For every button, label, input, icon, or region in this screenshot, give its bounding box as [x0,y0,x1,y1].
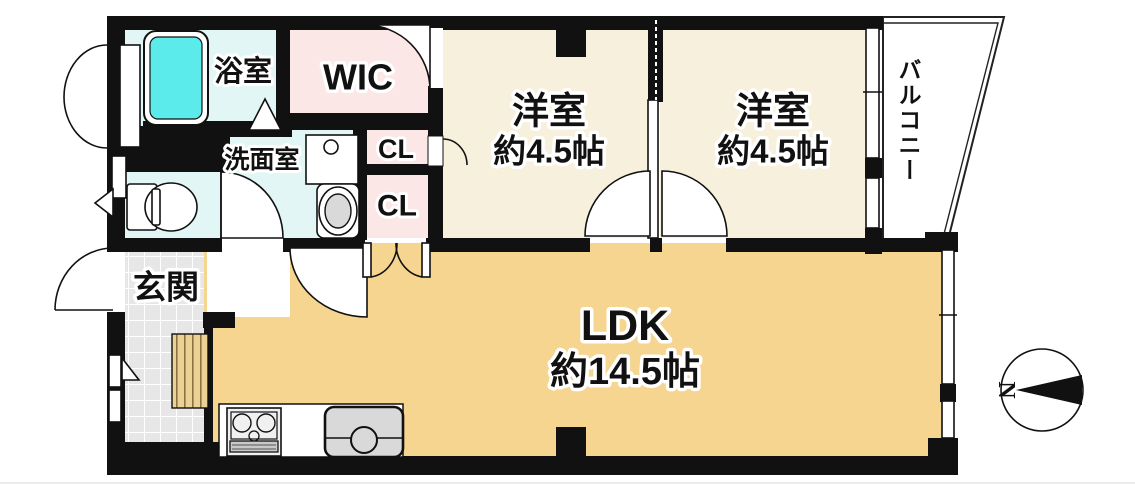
pillar [556,427,586,457]
door-opening [427,135,444,167]
closet-lower-label: CL [377,190,417,223]
washing-machine-drum-inner [324,193,352,229]
window [865,27,880,159]
doors [54,24,728,381]
wall-segment [203,312,235,328]
entrance-label: 玄関 [133,269,199,306]
wall-segment [928,438,958,468]
door-triangle-icon [93,187,114,219]
pillar [556,30,586,57]
bedroom-1-label: 洋室 [512,90,586,132]
kitchen [218,403,405,459]
wall-niche [111,155,127,199]
door-swing-arc [63,96,108,149]
wall-niche [108,354,122,388]
closet-door-leaf [421,242,431,278]
wall-segment [107,16,883,30]
bedroom-2-size: 約4.5帖 [717,133,829,170]
wic-label: WIC [323,57,393,98]
wall-niches [108,44,141,423]
bathtub-icon [149,36,203,120]
wall-segment [925,232,958,252]
balcony-label: バルコニー [895,58,921,183]
grill-icon [229,440,279,453]
wall-segment [276,18,290,128]
wall-segment [107,442,219,475]
burner-icon [256,413,276,433]
ldk-size: 約14.5帖 [550,351,700,393]
window [941,249,955,385]
windows [863,27,957,439]
bathroom-label: 浴室 [214,54,272,88]
burner-icon [232,413,252,433]
hall-door-arc [289,247,368,318]
bedroom-partition [647,99,659,239]
pipe-space-box [119,44,141,148]
closet-upper-floor [360,130,430,170]
closet-door-leaf [362,242,372,278]
faucet-icon [323,139,339,155]
entrance-step [171,333,209,409]
window [941,400,955,439]
washroom-label: 洗面室 [224,145,299,174]
bathroom-fixtures [143,30,209,126]
closet-door-arc [395,242,423,278]
compass-needle-icon [1016,375,1082,405]
wic-door-arc [364,24,431,91]
hall-floor [207,243,290,317]
door-opening [429,28,443,88]
stove-top [230,411,278,440]
wall-segment [276,113,440,130]
wall-segment [726,238,930,252]
wall-segment [650,238,662,252]
bathroom-door-icon [247,97,283,131]
ldk-label: LDK [581,302,669,350]
sink-drain [350,426,378,454]
compass: N [993,348,1084,432]
bedroom-door-arc [584,170,651,237]
bedroom-1-size: 約4.5帖 [493,133,605,170]
wall-segment [865,158,882,178]
balcony-inner-edge [883,22,999,235]
compass-north-label: N [993,381,1019,399]
closet-lower-floor [360,172,430,238]
wall-segment [940,384,956,402]
wall-segment [428,86,443,138]
window [865,177,880,229]
door-swing-arc [63,44,108,98]
wall-segment [428,166,443,242]
toilet-fixtures [126,182,198,232]
closet-door-arc [442,138,468,166]
door-triangle-icon [121,355,141,381]
washroom-fixtures [305,134,360,239]
wall-segment [107,238,222,252]
wall-segment [865,228,882,254]
labels: 浴室 WIC 洗面室 CL CL 洋室 約4.5帖 洋室 約4.5帖 バルコニー… [130,51,925,397]
wall-segment [360,164,430,175]
bedroom-door-arc [661,170,728,237]
washroom-door-arc [220,171,284,239]
bedroom-2-label: 洋室 [736,90,810,132]
toilet-seat-line [151,188,161,226]
closet-upper-label: CL [378,134,414,164]
wall-segment [426,238,590,252]
wall-niche [108,389,122,423]
entrance-door-arc [54,247,114,311]
wall-segment [219,456,958,475]
